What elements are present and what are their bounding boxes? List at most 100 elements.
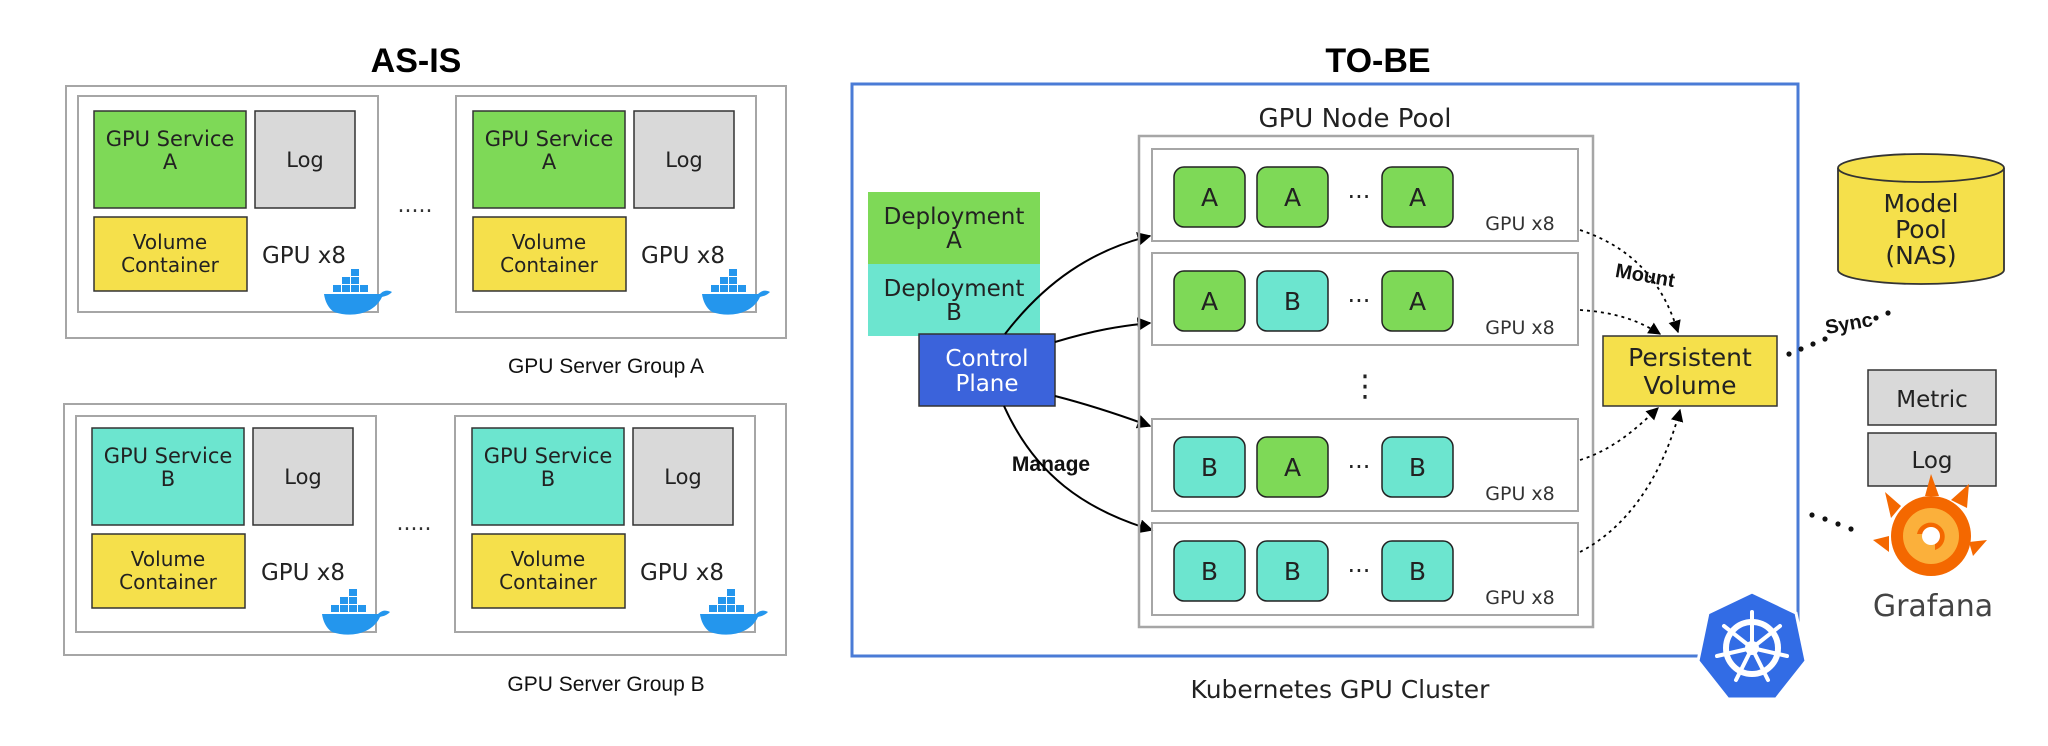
group-a-label: GPU Server Group A (508, 355, 704, 378)
container-block (720, 277, 728, 284)
pod-label: B (1409, 453, 1426, 482)
volume-container-box (93, 216, 248, 292)
group-b-label: GPU Server Group B (507, 673, 704, 696)
dot (1835, 521, 1841, 527)
line-2: Container (499, 570, 598, 594)
line-3: (NAS) (1885, 241, 1956, 270)
pod-label: A (1409, 183, 1426, 212)
container-block (736, 605, 744, 612)
manage-arrow-node-4 (1003, 405, 1154, 534)
spoke (1715, 646, 1754, 658)
dot (1873, 315, 1879, 321)
pod-label: B (1284, 557, 1301, 586)
container-block (709, 605, 717, 612)
container-block (349, 597, 357, 604)
ray (1873, 536, 1889, 552)
gpu-count-label: GPU x8 (1485, 317, 1554, 339)
mount-arrow-node-2 (1579, 309, 1662, 335)
pod-a (1381, 166, 1454, 228)
pod-ellipsis: ··· (1348, 453, 1371, 481)
sync-label: Sync (1824, 309, 1875, 339)
line-1: Volume (511, 547, 585, 571)
dot (1822, 336, 1828, 342)
gpu-count-label: GPU x8 (261, 560, 345, 586)
sync-connector (1873, 310, 1891, 321)
pod-a (1256, 436, 1329, 498)
kubernetes-cluster-label: Kubernetes GPU Cluster (1191, 675, 1491, 704)
line-1: Persistent (1628, 343, 1752, 372)
container-block (729, 277, 737, 284)
line-2: A (163, 150, 178, 174)
cylinder-top (1837, 153, 2005, 183)
gpu-count-label: GPU x8 (262, 243, 346, 269)
gpu-node-4: B B ··· B GPU x8 (1151, 522, 1579, 616)
mount-arrows (1579, 229, 1684, 553)
docker-icon (702, 269, 770, 315)
spoke (1734, 646, 1754, 682)
dot (1809, 512, 1815, 518)
ray (1925, 474, 1939, 496)
server-frame (455, 95, 757, 313)
server-ellipsis: ..... (397, 511, 432, 536)
sync-connector (1786, 336, 1828, 357)
grafana-swirl (1917, 522, 1945, 550)
volume-container-box (91, 533, 246, 609)
grafana-core (1922, 527, 1940, 545)
line-1: Deployment (884, 204, 1025, 230)
whale-body (324, 290, 392, 315)
container-block (738, 285, 746, 292)
docker-icon (324, 269, 392, 315)
mount-arrow-node-3 (1579, 407, 1659, 461)
gpu-service-a-box (93, 110, 247, 209)
log-box (633, 110, 735, 209)
container-block (349, 605, 357, 612)
container-block (727, 605, 735, 612)
mount-arrow-node-4 (1579, 408, 1684, 553)
ray (1885, 492, 1901, 518)
manage-label: Manage (1012, 453, 1090, 476)
gpu-count-label: GPU x8 (1485, 213, 1554, 235)
spoke (1750, 646, 1770, 682)
line-2: B (946, 300, 962, 326)
container-block (727, 597, 735, 604)
kubernetes-icon (1696, 590, 1808, 701)
pod-b (1173, 436, 1246, 498)
pod-a (1173, 270, 1246, 332)
line-2: B (541, 467, 555, 491)
pod-label: B (1284, 287, 1301, 316)
manage-arrow-node-2 (1054, 317, 1152, 343)
whale-body (322, 610, 390, 635)
container-block (729, 269, 737, 276)
node-frame (1151, 252, 1579, 346)
container-block (718, 605, 726, 612)
container-block (720, 285, 728, 292)
gpu-count-label: GPU x8 (641, 243, 725, 269)
ray (1969, 540, 1987, 556)
deployment-b-box (868, 264, 1040, 336)
gpu-count-label: GPU x8 (640, 560, 724, 586)
line-1: GPU Service (104, 444, 233, 468)
log-label: Log (286, 148, 324, 172)
gpu-node-pool-label: GPU Node Pool (1258, 104, 1451, 134)
whale-body (700, 610, 768, 635)
pod-a (1173, 166, 1246, 228)
grafana-icon (1873, 474, 1987, 576)
log-label: Log (284, 465, 322, 489)
node-frame (1151, 418, 1579, 512)
container-block (342, 277, 350, 284)
line-2: A (946, 228, 962, 254)
gpu-node-2: A B ··· A GPU x8 (1151, 252, 1579, 346)
log-box (254, 110, 356, 209)
server-group-b-frame (63, 403, 787, 656)
line-1: Volume (512, 230, 586, 254)
gpu-service-b-box (471, 427, 625, 526)
